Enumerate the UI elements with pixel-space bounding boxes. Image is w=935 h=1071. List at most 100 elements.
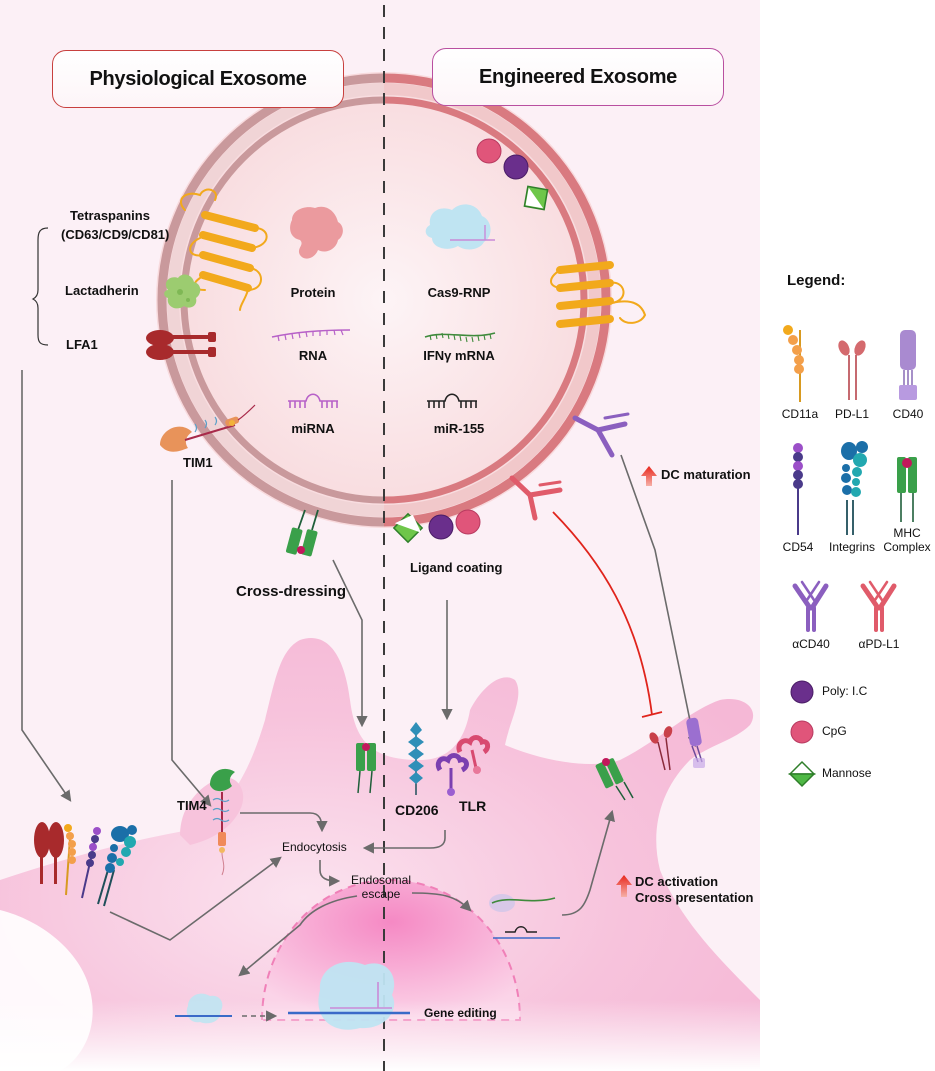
arrow-tim4-endocytosis <box>240 812 328 833</box>
tetraspanin-icon <box>180 188 268 311</box>
engineered-exosome-title: Engineered Exosome <box>432 48 724 106</box>
tlr-pink-icon <box>456 735 491 774</box>
arrow-tim1-to-tim4 <box>171 480 212 807</box>
up-arrow-dc-activation-icon <box>616 875 632 897</box>
legend-mhc-icon <box>897 457 917 522</box>
anti-pd-l1-on-exosome-icon <box>509 475 563 521</box>
lactadherin-label: Lactadherin <box>65 283 139 298</box>
endosomal-label: Endosomal <box>350 873 412 887</box>
legend-anti-cd40-icon <box>792 580 829 632</box>
cargo-ifng-mrna-label: IFNγ mRNA <box>423 348 495 363</box>
legend-cd40-label: CD40 <box>892 407 924 421</box>
ligand-coating-label: Ligand coating <box>410 560 503 575</box>
cargo-mir155-label: miR-155 <box>433 421 485 436</box>
legend-cpg-label: CpG <box>822 724 847 738</box>
legend-poly-ic-icon <box>790 680 814 704</box>
ligand-coating-icons <box>392 509 481 544</box>
arrow-escape-cargo <box>411 892 472 912</box>
cd206-label: CD206 <box>395 802 439 818</box>
cross-presentation-label: Cross presentation <box>635 890 754 905</box>
lfa1-icon <box>146 330 216 360</box>
legend-anti-pd-l1-icon <box>860 580 897 632</box>
physiological-exosome-title: Physiological Exosome <box>52 50 344 108</box>
dc-activation-label: DC activation <box>635 874 719 889</box>
arrow-lfa1-to-cell <box>21 370 72 802</box>
pd-l1-on-cell-icon <box>649 726 673 771</box>
anti-cd40-on-exosome-icon <box>572 412 630 458</box>
cd11a-on-cell-icon <box>64 824 76 896</box>
cas9-rnp-icon <box>425 204 495 250</box>
legend-mannose-label: Mannose <box>822 766 872 780</box>
tetraspanins-subtypes-label: (CD63/CD9/CD81) <box>61 227 170 242</box>
rna-icon <box>271 329 351 338</box>
poly-ic-sphere-icon <box>503 154 529 180</box>
mrna-bases-icon <box>429 332 492 343</box>
integrins-on-cell-icon <box>97 825 137 907</box>
legend-cd11a-icon <box>783 325 804 402</box>
lactadherin-icon <box>164 274 201 309</box>
mannose-icon <box>523 185 549 211</box>
tim1-label: TIM1 <box>183 455 213 470</box>
lfa1-on-cell-icon <box>34 822 64 884</box>
endocytosis-label: Endocytosis <box>282 840 347 854</box>
legend-mhc-label: MHC <box>893 526 921 540</box>
legend-mannose-icon <box>788 760 816 788</box>
legend-integrins-icon <box>841 441 868 535</box>
mrna-icon <box>424 332 496 338</box>
mir155-icon <box>427 393 477 408</box>
arrow-escape-cas9 <box>238 895 358 977</box>
mirna-icon <box>288 393 338 408</box>
legend-integrins-label: Integrins <box>828 540 876 554</box>
cargo-mirna-label: miRNA <box>291 421 335 436</box>
tim4-icon <box>210 768 235 876</box>
cargo-cas9-rnp-label: Cas9-RNP <box>427 285 491 300</box>
legend-title: Legend: <box>787 272 846 289</box>
arrow-dc-maturation <box>620 454 699 748</box>
arrow-cell-endocytosis <box>109 856 282 941</box>
gene-editing-label: Gene editing <box>424 1006 497 1020</box>
cd40-on-cell-icon <box>686 717 705 768</box>
cargo-protein-label: Protein <box>290 285 336 300</box>
mhc-on-cell-icon <box>356 743 376 794</box>
flow-arrows <box>21 370 699 1022</box>
protein-icon <box>290 206 343 259</box>
bracket <box>31 227 49 346</box>
legend-cd11a-label: CD11a <box>781 407 819 421</box>
legend-cd40-icon <box>899 330 917 400</box>
dendritic-cell <box>0 638 760 1071</box>
rna-bases-icon <box>277 329 344 342</box>
dc-maturation-label: DC maturation <box>661 467 751 482</box>
cas9-gene-editing-icon <box>288 961 410 1030</box>
legend-cd54-label: CD54 <box>782 540 814 554</box>
lfa1-label: LFA1 <box>66 337 98 352</box>
legend-anti-pd-l1-label: αPD-L1 <box>858 637 900 651</box>
legend-anti-cd40-label: αCD40 <box>792 637 830 651</box>
legend-pd-l1-icon <box>838 340 866 400</box>
cas9-cytoplasm-icon <box>175 993 232 1024</box>
mhc-right-icon <box>595 758 634 801</box>
inhibition-line <box>552 511 663 718</box>
up-arrow-dc-maturation-icon <box>641 466 657 486</box>
legend-pd-l1-label: PD-L1 <box>834 407 870 421</box>
legend-mhc-complex-label: Complex <box>883 540 931 554</box>
cell-pseudopod <box>180 777 244 845</box>
cross-dressing-label: Cross-dressing <box>236 583 347 600</box>
legend-poly-ic-label: Poly: I.C <box>822 684 868 698</box>
cd206-icon <box>408 722 424 795</box>
legend-cd54-icon <box>793 443 803 535</box>
arrow-cargo-activation <box>561 809 615 916</box>
tlr-purple-icon <box>435 753 469 796</box>
arrow-endocytosis-escape <box>319 860 341 887</box>
tim4-label: TIM4 <box>177 798 207 813</box>
mhc-exosome-icon <box>285 509 319 557</box>
escape-label: escape <box>361 887 401 901</box>
tlr-label: TLR <box>459 798 487 814</box>
exosome-outer-membrane-left <box>157 73 384 527</box>
released-cargo-icon <box>489 894 560 939</box>
cd54-on-cell-icon <box>81 827 101 899</box>
arrow-cross-dressing <box>332 559 368 728</box>
tetraspanins-label: Tetraspanins <box>70 208 150 223</box>
cargo-rna-label: RNA <box>298 348 328 363</box>
